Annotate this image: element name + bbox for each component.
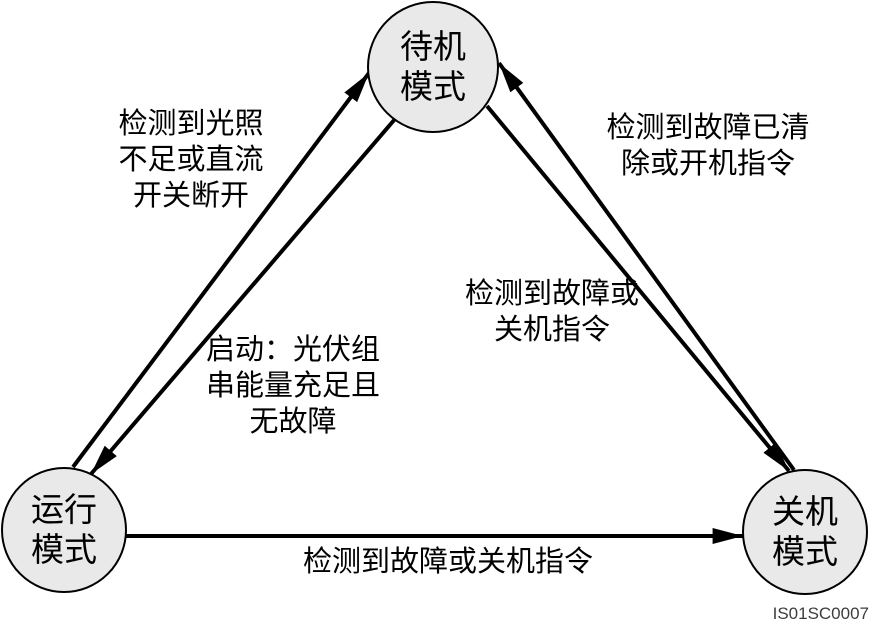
- node-standby-circle: [367, 1, 499, 133]
- node-shutdown-circle: [742, 469, 868, 595]
- label-running-to-shutdown: 检测到故障或关机指令: [302, 546, 593, 578]
- arrow-shutdown-to-standby: [497, 61, 796, 472]
- label-shutdown-to-standby: 检测到故障已清 除或开机指令: [606, 112, 810, 180]
- node-running-circle: [1, 467, 127, 593]
- label-running-to-standby: 检测到光照 不足或直流 开关断开: [118, 108, 264, 212]
- arrow-standby-to-shutdown: [485, 104, 791, 473]
- label-standby-to-shutdown: 检测到故障或 关机指令: [464, 278, 639, 346]
- node-shutdown-label: 关机 模式: [772, 493, 838, 570]
- arrow-standby-to-running: [89, 117, 397, 476]
- arrow-running-to-standby: [71, 71, 371, 469]
- node-running-label: 运行 模式: [31, 491, 97, 568]
- figure-id: IS01SC0007: [772, 604, 869, 623]
- node-standby-label: 待机 模式: [400, 28, 466, 105]
- label-standby-to-running: 启动：光伏组 串能量充足且 无故障: [205, 334, 380, 438]
